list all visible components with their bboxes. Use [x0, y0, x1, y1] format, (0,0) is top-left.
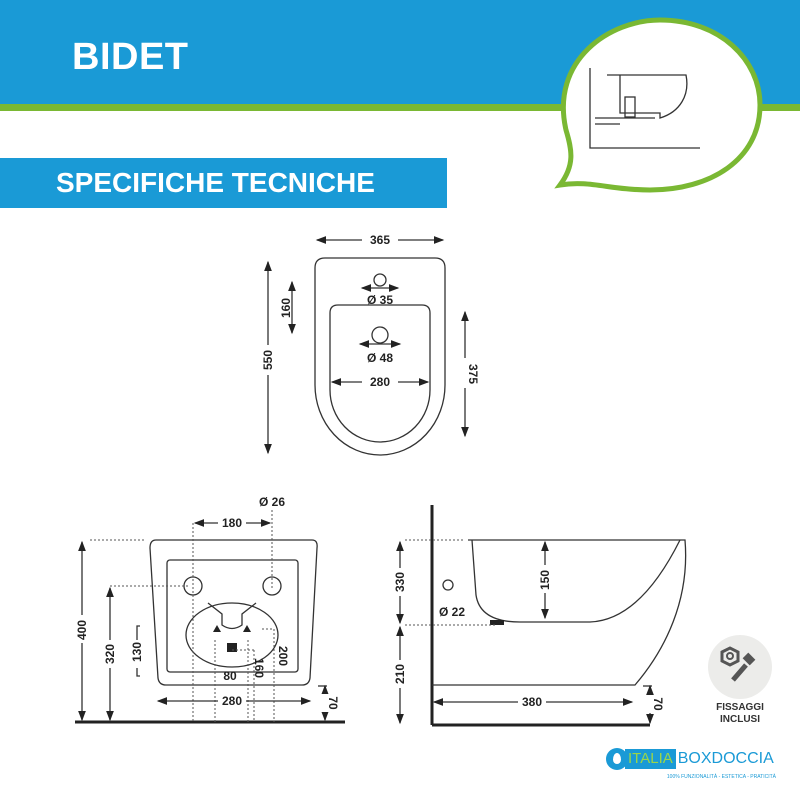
side-height-label: 330 — [393, 572, 407, 592]
dim-160-label: 160 — [252, 658, 266, 678]
inlet-diameter-label: Ø 22 — [439, 605, 465, 619]
section-title: SPECIFICHE TECNICHE — [56, 167, 375, 198]
header-divider — [0, 104, 800, 111]
hole1-label: Ø 35 — [367, 293, 393, 307]
dim-80-label: 80 — [223, 669, 237, 683]
dim-200-label: 200 — [276, 646, 290, 666]
hole-height-label: 320 — [103, 644, 117, 664]
bolt-nut-icon — [720, 646, 756, 682]
hole-spacing-label: 180 — [222, 516, 242, 530]
install-inset — [554, 17, 763, 193]
brand-logo: ITALIA BOXDOCCIA — [606, 748, 774, 770]
badge-line1: FISSAGGI — [716, 702, 764, 713]
side-view: 330 210 150 Ø 22 380 70 — [393, 505, 687, 727]
page-title: BIDET — [72, 36, 189, 78]
rear-floor-gap-label: 70 — [326, 696, 340, 710]
top-width-label: 365 — [370, 233, 390, 247]
side-floor-gap-label: 70 — [651, 697, 665, 711]
drain-height-label: 130 — [130, 642, 144, 662]
rear-height-label: 400 — [75, 620, 89, 640]
fixings-badge — [708, 635, 772, 699]
top-view: 365 Ø 35 Ø 48 280 550 160 375 — [261, 233, 480, 456]
logo-tagline: 100% FUNZIONALITÀ - ESTETICA - PRATICITÀ — [666, 774, 776, 780]
section-bar — [0, 158, 447, 208]
bowl-width-label: 280 — [370, 375, 390, 389]
top-height-label: 550 — [261, 350, 275, 370]
badge-line2: INCLUSI — [720, 714, 760, 725]
logo-part2: BOXDOCCIA — [677, 750, 774, 767]
logo-part1: ITALIA — [625, 749, 676, 769]
side-bowl-depth-label: 150 — [538, 570, 552, 590]
side-bottom-height-label: 210 — [393, 664, 407, 684]
water-drop-icon — [606, 748, 628, 770]
side-length-label: 380 — [522, 695, 542, 709]
rear-view: Ø 26 180 400 320 130 280 80 160 200 70 — [75, 495, 345, 724]
hole2-label: Ø 48 — [367, 351, 393, 365]
bowl-depth-label: 375 — [466, 364, 480, 384]
rear-width-label: 280 — [222, 694, 242, 708]
hole-offset-label: 160 — [279, 298, 293, 318]
rear-hole-diameter-label: Ø 26 — [259, 495, 285, 509]
badge-label: FISSAGGI INCLUSI — [702, 702, 778, 726]
